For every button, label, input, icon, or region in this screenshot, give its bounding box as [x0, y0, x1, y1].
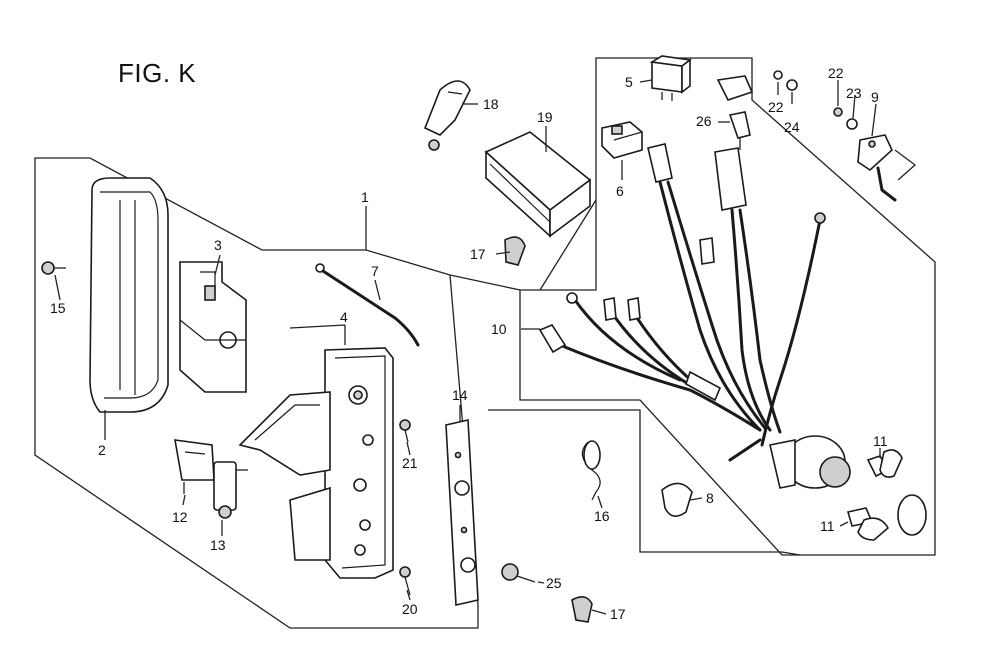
part-26-fuse — [716, 75, 754, 150]
callout-5: 5 — [625, 74, 633, 90]
part-14-plate — [445, 419, 479, 606]
callout-15: 15 — [50, 300, 66, 316]
part-22-nut — [833, 107, 843, 117]
part-17-clamp-lower — [571, 596, 593, 623]
part-20-screw — [399, 566, 411, 596]
callout-3: 3 — [214, 237, 222, 253]
figure-title: FIG. K — [118, 58, 197, 88]
callout-9: 9 — [871, 89, 879, 105]
part-11-key-upper — [866, 449, 903, 478]
part-3-bracket — [179, 261, 247, 393]
callout-26: 26 — [696, 113, 712, 129]
part-21-screw — [399, 419, 411, 443]
callout-17a: 17 — [470, 246, 486, 262]
part-9-terminal — [857, 134, 897, 202]
part-23-washer — [846, 118, 858, 130]
callout-2: 2 — [98, 442, 106, 458]
callout-21: 21 — [402, 455, 418, 471]
callout-22b: 22 — [768, 99, 784, 115]
callout-12: 12 — [172, 509, 188, 525]
callout-11b: 11 — [820, 518, 835, 534]
small-parts-group-outline — [488, 409, 801, 556]
part-11-key-lower — [846, 507, 890, 541]
callout-22a: 22 — [828, 65, 844, 81]
callout-17b: 17 — [610, 606, 626, 622]
callout-labels: 1 2 3 4 5 6 7 8 9 10 11 11 12 13 14 15 1… — [50, 65, 888, 622]
part-4-control-box — [238, 347, 394, 579]
callout-25: 25 — [546, 575, 562, 591]
part-2-cover — [89, 177, 169, 413]
callout-23: 23 — [846, 85, 862, 101]
part-12-switch — [174, 439, 215, 494]
ignition-switch — [769, 435, 851, 489]
callout-8: 8 — [706, 490, 714, 506]
part-5-relay — [649, 55, 693, 101]
callout-11a: 11 — [873, 433, 888, 449]
callout-24: 24 — [784, 119, 800, 135]
part-8-clamp — [661, 482, 693, 517]
callout-19: 19 — [537, 109, 553, 125]
harness-group-outline — [519, 57, 936, 556]
callout-4: 4 — [340, 309, 348, 325]
part-16-tie — [581, 440, 601, 501]
part-13-switch — [213, 461, 248, 519]
callout-16: 16 — [594, 508, 610, 524]
callout-7: 7 — [371, 263, 379, 279]
callout-1: 1 — [361, 189, 369, 205]
part-25-bolt — [501, 563, 536, 583]
part-24-washer — [773, 70, 798, 91]
callout-13: 13 — [210, 537, 226, 553]
part-10-wire-harness — [538, 143, 826, 462]
leader-lines — [54, 79, 917, 615]
group-connector-1 — [449, 274, 521, 291]
part-18-clip — [423, 80, 471, 151]
part-17-clamp-upper — [504, 236, 526, 266]
key-ring — [897, 494, 927, 536]
part-7-cable — [315, 263, 420, 347]
part-19-pad — [484, 131, 592, 238]
group-connector-2 — [539, 199, 597, 291]
callout-18: 18 — [483, 96, 499, 112]
callout-10: 10 — [491, 321, 507, 337]
part-6-fuse-box — [601, 121, 643, 159]
callout-6: 6 — [616, 183, 624, 199]
callout-14: 14 — [452, 387, 468, 403]
part-15-bolt — [41, 261, 66, 275]
callout-20: 20 — [402, 601, 418, 617]
